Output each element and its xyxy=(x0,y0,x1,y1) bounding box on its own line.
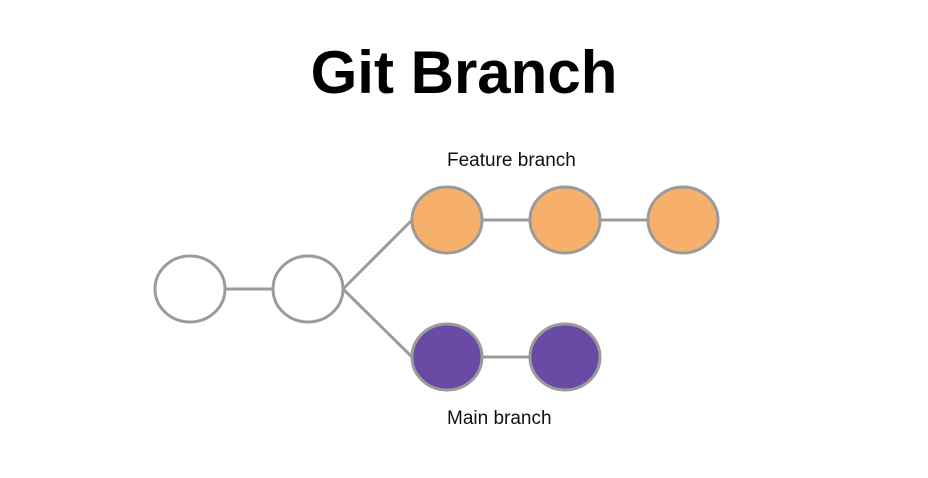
feature-commit-node xyxy=(528,185,602,255)
fork-to-feature xyxy=(341,218,414,291)
feature-commits xyxy=(410,185,720,255)
base-commit-node xyxy=(153,254,227,324)
feature-commit-node xyxy=(410,185,484,255)
feature-commit-node xyxy=(646,185,720,255)
main-commit-node xyxy=(410,322,484,392)
fork-to-main xyxy=(341,287,414,359)
connector-lines xyxy=(225,218,647,359)
base-commits xyxy=(153,254,345,324)
main-commits xyxy=(410,322,602,392)
main-branch-label: Main branch xyxy=(447,408,552,429)
main-commit-node xyxy=(528,322,602,392)
feature-branch-label: Feature branch xyxy=(447,150,576,171)
diagram-title: Git Branch xyxy=(310,39,618,106)
base-commit-node xyxy=(271,254,345,324)
